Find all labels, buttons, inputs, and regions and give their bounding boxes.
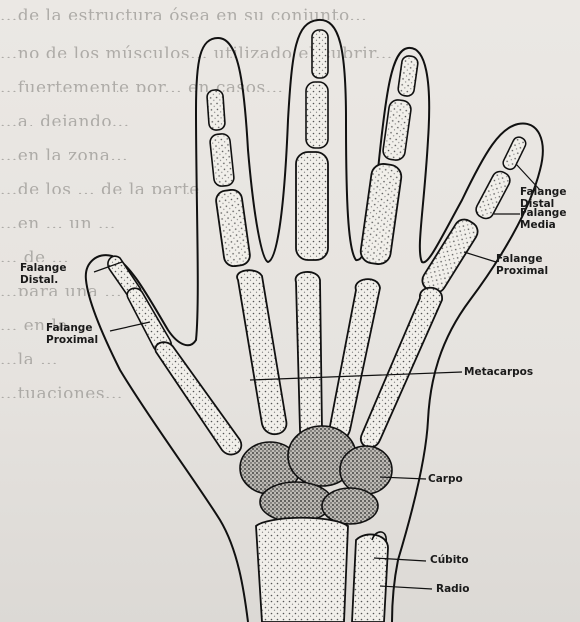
label-carpo: Carpo bbox=[428, 473, 463, 485]
label-falange-proximal-right: Falange Proximal bbox=[496, 253, 548, 277]
label-metacarpos: Metacarpos bbox=[464, 366, 533, 378]
label-line: Falange bbox=[46, 322, 98, 334]
forearm-bones bbox=[256, 518, 388, 622]
label-cubito: Cúbito bbox=[430, 554, 469, 566]
label-line: Falange bbox=[20, 262, 66, 274]
label-line: Falange bbox=[520, 207, 566, 219]
label-line: Proximal bbox=[496, 265, 548, 277]
label-line: Falange bbox=[520, 186, 566, 198]
label-falange-media: Falange Media bbox=[520, 207, 566, 231]
middle-finger-bones bbox=[296, 30, 328, 442]
label-line: Falange bbox=[496, 253, 548, 265]
label-line: Media bbox=[520, 219, 566, 231]
label-falange-distal-left: Falange Distal. bbox=[20, 262, 66, 286]
thumb-bones bbox=[108, 256, 241, 454]
label-radio: Radio bbox=[436, 583, 470, 595]
label-line: Distal. bbox=[20, 274, 66, 286]
label-falange-proximal-left: Falange Proximal bbox=[46, 322, 98, 346]
label-line: Proximal bbox=[46, 334, 98, 346]
